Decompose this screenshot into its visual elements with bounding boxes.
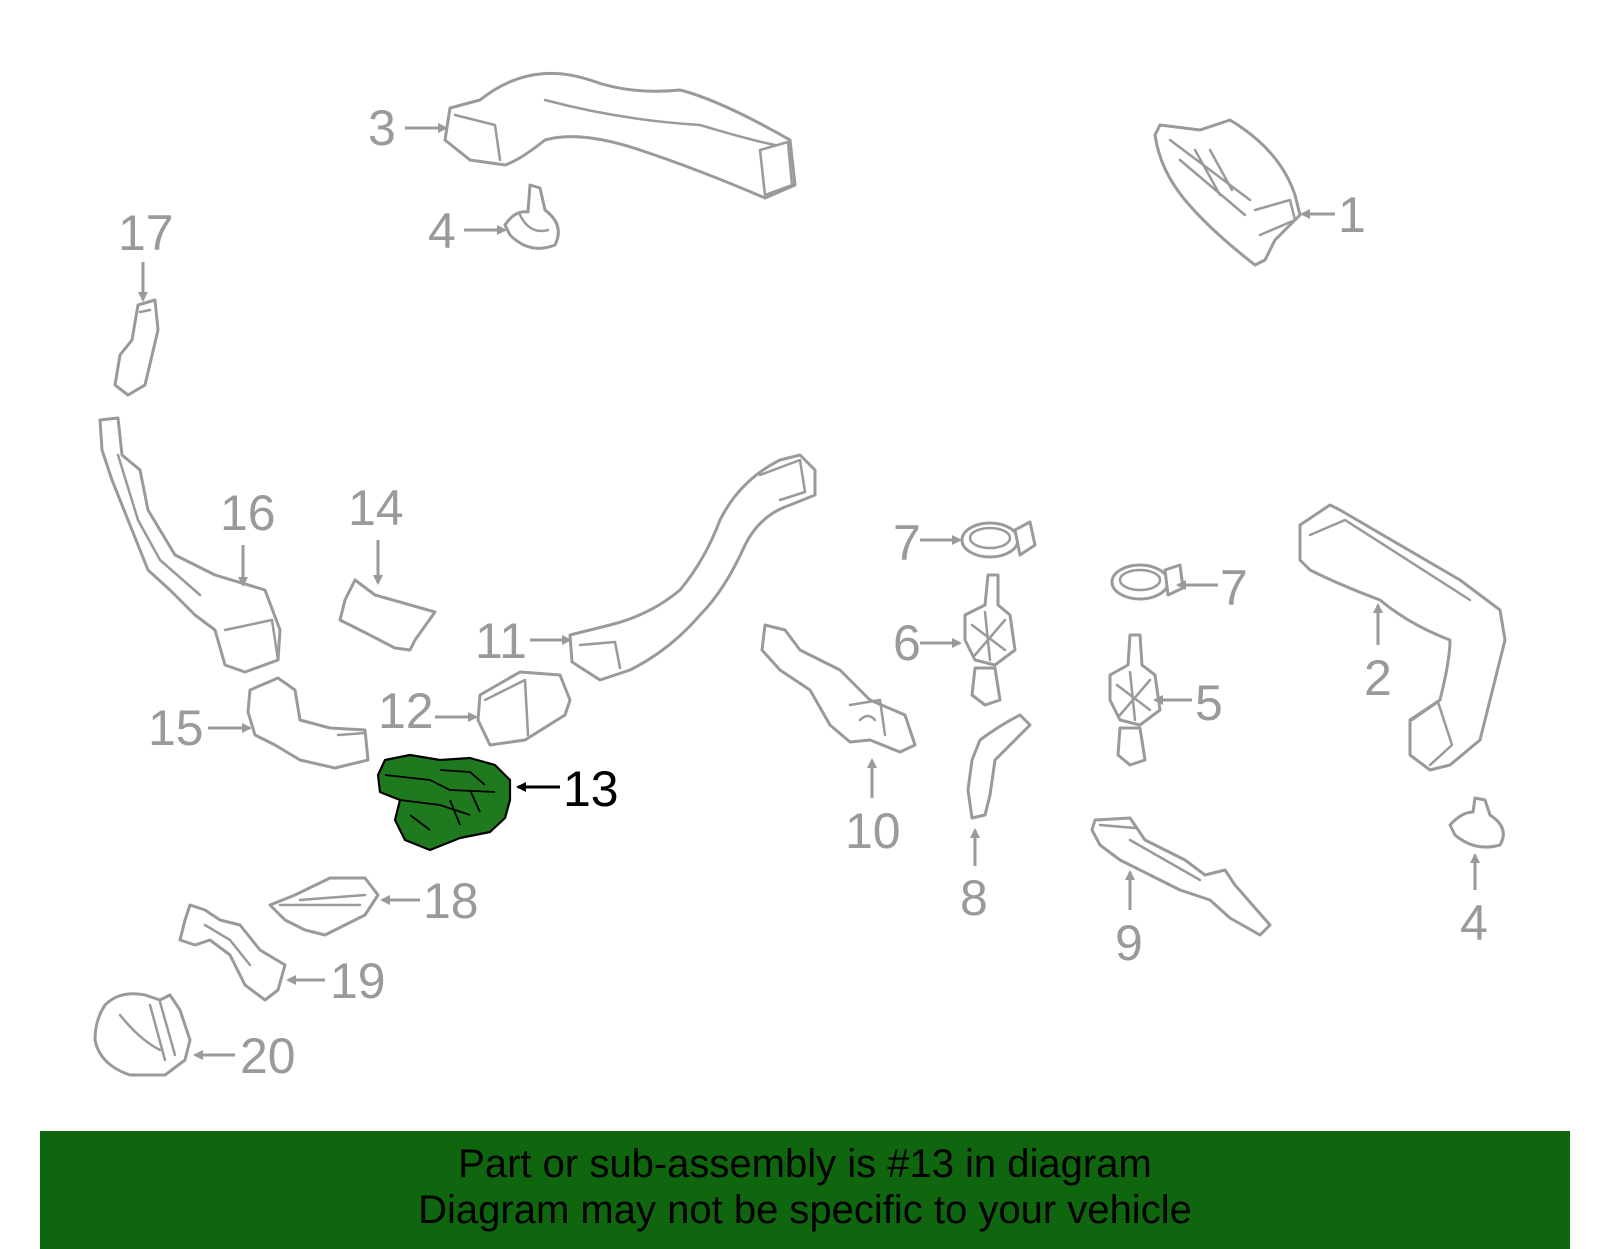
callout-8: 8 bbox=[960, 828, 988, 926]
svg-text:8: 8 bbox=[960, 870, 988, 926]
svg-text:7: 7 bbox=[893, 515, 921, 571]
part-12-duct[interactable] bbox=[476, 670, 572, 747]
callout-9: 9 bbox=[1115, 870, 1143, 971]
part-10-duct[interactable] bbox=[760, 623, 917, 754]
svg-text:7: 7 bbox=[1220, 560, 1248, 616]
part-14-pad[interactable] bbox=[338, 578, 437, 652]
part-7-ring-top[interactable] bbox=[960, 520, 1037, 559]
part-11-duct[interactable] bbox=[568, 453, 817, 682]
callout-15: 15 bbox=[148, 700, 252, 756]
svg-text:6: 6 bbox=[893, 615, 921, 671]
callout-5: 5 bbox=[1153, 675, 1223, 731]
part-2-duct[interactable] bbox=[1298, 503, 1507, 772]
svg-text:16: 16 bbox=[220, 485, 276, 541]
callout-6: 6 bbox=[893, 615, 962, 671]
callout-4-top: 4 bbox=[428, 203, 507, 259]
callout-4-right: 4 bbox=[1460, 853, 1488, 951]
svg-text:13: 13 bbox=[563, 761, 619, 817]
part-16-duct[interactable] bbox=[98, 416, 282, 674]
callout-12: 12 bbox=[378, 683, 478, 739]
svg-text:11: 11 bbox=[475, 613, 527, 669]
svg-text:5: 5 bbox=[1195, 675, 1223, 731]
callout-10: 10 bbox=[845, 758, 901, 859]
part-7-ring-right[interactable] bbox=[1110, 563, 1185, 601]
svg-text:4: 4 bbox=[428, 203, 456, 259]
svg-text:14: 14 bbox=[348, 480, 404, 536]
svg-text:2: 2 bbox=[1364, 650, 1392, 706]
callout-3: 3 bbox=[368, 100, 448, 156]
part-9-duct[interactable] bbox=[1090, 816, 1272, 937]
part-3-duct[interactable] bbox=[443, 71, 797, 200]
part-6-actuator[interactable] bbox=[963, 573, 1017, 707]
callout-18: 18 bbox=[380, 873, 479, 929]
callout-11: 11 bbox=[475, 613, 572, 669]
part-15-duct[interactable] bbox=[246, 676, 370, 770]
info-banner: Part or sub-assembly is #13 in diagram D… bbox=[40, 1131, 1570, 1249]
part-5-actuator[interactable] bbox=[1108, 633, 1162, 767]
callout-19: 19 bbox=[286, 953, 386, 1009]
part-13-highlighted[interactable] bbox=[376, 753, 512, 852]
svg-text:4: 4 bbox=[1460, 895, 1488, 951]
part-1-vent[interactable] bbox=[1153, 118, 1302, 267]
svg-text:18: 18 bbox=[423, 873, 479, 929]
svg-text:10: 10 bbox=[845, 803, 901, 859]
part-4-clip-right[interactable] bbox=[1448, 796, 1505, 849]
part-17-bracket[interactable] bbox=[113, 298, 160, 397]
banner-line-1: Part or sub-assembly is #13 in diagram bbox=[458, 1142, 1152, 1186]
part-4-clip-top[interactable] bbox=[503, 183, 560, 250]
callout-7-right: 7 bbox=[1176, 560, 1248, 616]
callout-17: 17 bbox=[118, 205, 174, 302]
callout-20: 20 bbox=[193, 1028, 296, 1084]
svg-text:19: 19 bbox=[330, 953, 386, 1009]
part-19-duct[interactable] bbox=[178, 903, 287, 1002]
part-8-duct[interactable] bbox=[966, 713, 1032, 820]
callout-16: 16 bbox=[220, 485, 276, 587]
callout-2: 2 bbox=[1364, 603, 1392, 706]
svg-text:12: 12 bbox=[378, 683, 434, 739]
callout-14: 14 bbox=[348, 480, 404, 585]
callout-1: 1 bbox=[1300, 187, 1366, 243]
callout-13: 13 bbox=[516, 761, 619, 817]
banner-line-2: Diagram may not be specific to your vehi… bbox=[418, 1188, 1192, 1232]
svg-text:3: 3 bbox=[368, 100, 396, 156]
part-20-vent[interactable] bbox=[93, 992, 192, 1077]
svg-text:15: 15 bbox=[148, 700, 204, 756]
svg-text:20: 20 bbox=[240, 1028, 296, 1084]
svg-text:17: 17 bbox=[118, 205, 174, 261]
svg-text:9: 9 bbox=[1115, 915, 1143, 971]
svg-text:1: 1 bbox=[1338, 187, 1366, 243]
part-18-pad[interactable] bbox=[268, 876, 380, 937]
parts-diagram: 3 4 1 17 16 14 11 15 12 13 18 bbox=[93, 71, 1507, 1084]
callout-7-top: 7 bbox=[893, 515, 962, 571]
